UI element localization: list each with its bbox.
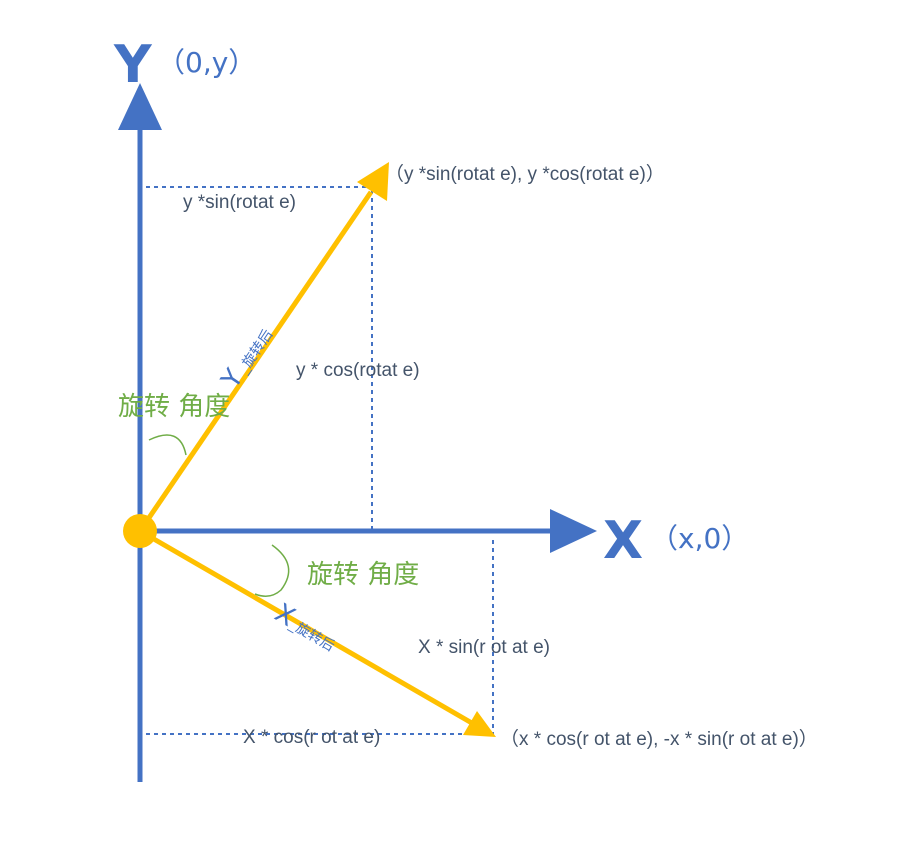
x-axis-letter: X	[603, 511, 643, 571]
lower-angle-arc	[254, 544, 290, 597]
origin-point	[123, 514, 157, 548]
main-axes	[118, 83, 597, 782]
rotated-y-arrowhead	[357, 162, 389, 201]
y-axis-arrowhead	[118, 83, 162, 130]
rotated-x-arrowhead	[463, 711, 496, 737]
y-axis-coord: （0,y）	[157, 46, 256, 79]
x-axis-coord: （x,0）	[650, 522, 749, 555]
x-axis-arrowhead	[550, 509, 597, 553]
dashed-guides	[146, 186, 494, 736]
upper-angle-label: 旋转 角度	[118, 392, 230, 422]
rotated-y-suffix: _旋转后	[235, 327, 276, 377]
rotated-x-line	[138, 528, 479, 729]
x-sin-annotation: X * sin(r ot at e)	[418, 637, 550, 658]
rotated-x-suffix: _旋转后	[286, 616, 337, 655]
rotated-y-line	[137, 190, 374, 533]
x-cos-annotation: X * cos(r ot at e)	[243, 727, 380, 748]
rotated-y-label: Y _旋转后	[215, 327, 276, 395]
upper-angle-arc	[148, 434, 187, 456]
y-sin-annotation: y *sin(rotat e)	[183, 192, 296, 213]
lower-angle-label: 旋转 角度	[307, 560, 419, 590]
rotated-x-label: X _旋转后	[270, 598, 338, 655]
rotated-axes	[123, 162, 496, 737]
y-cos-annotation: y * cos(rotat e)	[296, 360, 420, 381]
x-point-annotation: （x * cos(r ot at e), -x * sin(r ot at e)…	[500, 728, 818, 750]
y-point-annotation: （y *sin(rotat e), y *cos(rotat e)）	[385, 163, 665, 185]
y-axis-letter: Y	[113, 35, 153, 95]
angle-arcs	[148, 434, 290, 597]
